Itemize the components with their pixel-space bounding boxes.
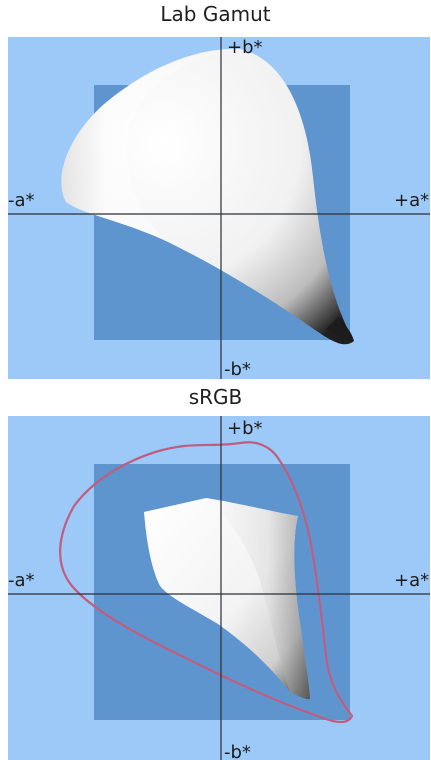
srgb-title: sRGB [188,385,243,409]
minus-a-label: -a* [8,190,35,211]
lab-gamut-outline [59,441,354,724]
minus-b-label: -b* [224,742,251,760]
minus-b-label: -b* [224,359,251,379]
lab-gamut-tip-shadow [326,317,354,341]
lab-gamut-shade [61,48,240,242]
lab-gamut-panel: +b* -b* -a* +a* [8,37,430,379]
plus-b-label: +b* [227,418,263,439]
lab-gamut-solid [61,48,354,345]
plus-a-label: +a* [394,190,429,211]
minus-a-label: -a* [8,570,35,591]
srgb-panel: +b* -b* -a* +a* [8,416,430,760]
plus-a-label: +a* [394,570,429,591]
srgb-gamut-side [206,498,310,699]
plus-b-label: +b* [227,37,263,58]
lab-gamut-title: Lab Gamut [160,2,271,26]
